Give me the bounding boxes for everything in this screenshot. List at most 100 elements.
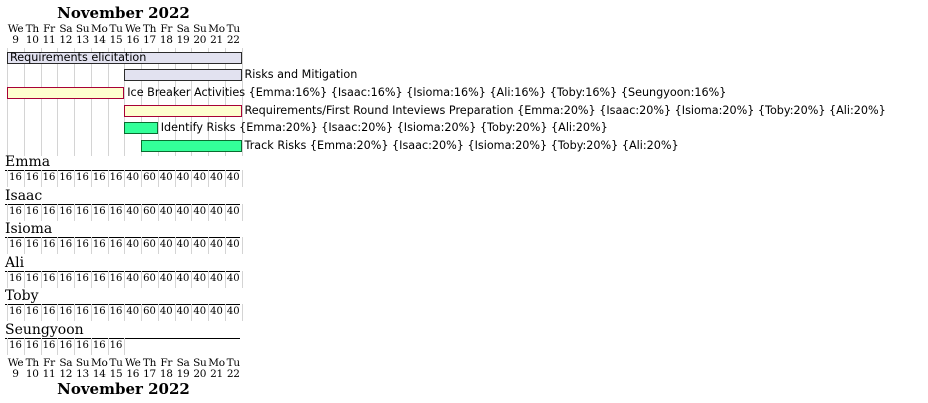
resource-load-value: 16 bbox=[9, 306, 22, 318]
load-grid-line bbox=[174, 203, 176, 221]
day-date-label: 22 bbox=[226, 368, 240, 380]
resource-name: Emma bbox=[5, 154, 51, 170]
resource-load-value: 16 bbox=[109, 306, 123, 318]
day-date-label: 17 bbox=[143, 368, 156, 380]
load-grid-line bbox=[241, 170, 243, 187]
load-grid-line bbox=[57, 338, 59, 355]
resource-load-value: 60 bbox=[143, 306, 156, 318]
day-date-label: 22 bbox=[226, 34, 240, 46]
resource-load-value: 60 bbox=[143, 172, 156, 183]
load-grid-line bbox=[224, 170, 226, 187]
resource-load-value: 16 bbox=[25, 172, 39, 183]
resource-load-value: 16 bbox=[92, 205, 106, 217]
load-grid-line bbox=[124, 304, 126, 322]
load-grid-line bbox=[174, 270, 176, 288]
resource-load-value: 40 bbox=[210, 172, 223, 183]
grid-line bbox=[107, 48, 109, 156]
load-grid-line bbox=[224, 203, 226, 221]
load-grid-line bbox=[208, 304, 209, 322]
day-date-label: 15 bbox=[109, 368, 123, 380]
load-grid-line bbox=[90, 203, 92, 221]
grid-line bbox=[174, 48, 176, 156]
resource-load-value: 16 bbox=[109, 239, 123, 251]
day-of-week-label: Fr bbox=[43, 357, 55, 369]
grid-line bbox=[40, 48, 42, 156]
resource-load-value: 16 bbox=[42, 340, 56, 351]
day-of-week-label: Su bbox=[75, 23, 90, 35]
load-grid-line bbox=[157, 170, 159, 187]
resource-load-value: 16 bbox=[9, 272, 22, 284]
day-date-label: 9 bbox=[12, 34, 19, 46]
load-grid-line bbox=[141, 170, 142, 187]
load-grid-line bbox=[7, 170, 8, 187]
task-bar[interactable] bbox=[7, 87, 125, 99]
task-label: Requirements elicitation bbox=[10, 51, 147, 64]
day-date-label: 20 bbox=[193, 368, 207, 380]
day-of-week-label: Mo bbox=[91, 357, 108, 369]
resource-load-value: 40 bbox=[159, 239, 173, 251]
day-date-label: 18 bbox=[159, 368, 173, 380]
resource-load-value: 40 bbox=[210, 306, 223, 318]
load-grid-line bbox=[23, 270, 25, 288]
resource-load-value: 16 bbox=[109, 172, 123, 183]
resource-name: Ali bbox=[5, 254, 25, 271]
resource-load-value: 40 bbox=[159, 205, 173, 217]
day-of-week-label: Mo bbox=[208, 357, 225, 369]
resource-load-value: 16 bbox=[42, 239, 56, 251]
resource-load-value: 40 bbox=[193, 172, 207, 183]
resource-load-value: 16 bbox=[59, 272, 73, 284]
day-of-week-label: We bbox=[7, 23, 24, 35]
load-grid-line bbox=[191, 237, 193, 255]
resource-load-value: 16 bbox=[76, 272, 89, 284]
day-of-week-label: Tu bbox=[226, 23, 240, 35]
load-grid-line bbox=[157, 237, 159, 255]
grid-line bbox=[23, 48, 25, 156]
day-date-label: 19 bbox=[176, 34, 190, 46]
task-bar[interactable] bbox=[7, 52, 242, 64]
resource-load-value: 16 bbox=[42, 205, 56, 217]
resource-name: Toby bbox=[5, 288, 39, 305]
day-date-label: 17 bbox=[143, 34, 156, 46]
load-grid-line bbox=[107, 270, 109, 288]
day-date-label: 11 bbox=[42, 368, 56, 380]
load-grid-line bbox=[57, 237, 59, 255]
day-date-label: 14 bbox=[92, 34, 106, 46]
resource-divider bbox=[5, 338, 240, 339]
task-bar[interactable] bbox=[124, 122, 158, 134]
load-grid-line bbox=[74, 237, 75, 255]
load-grid-line bbox=[141, 203, 142, 221]
load-grid-line bbox=[90, 237, 92, 255]
resource-load-value: 16 bbox=[42, 272, 56, 284]
day-of-week-label: Tu bbox=[226, 357, 240, 369]
resource-load-value: 40 bbox=[193, 205, 207, 217]
day-of-week-label: Su bbox=[193, 357, 207, 369]
load-grid-line bbox=[23, 338, 25, 355]
resource-load-value: 16 bbox=[76, 172, 89, 183]
load-grid-line bbox=[124, 237, 126, 255]
grid-line bbox=[141, 48, 142, 156]
day-date-label: 10 bbox=[25, 368, 39, 380]
load-grid-line bbox=[124, 170, 126, 187]
resource-load-value: 40 bbox=[159, 172, 173, 183]
load-grid-line bbox=[141, 270, 142, 288]
resource-load-value: 16 bbox=[9, 205, 22, 217]
load-grid-line bbox=[74, 170, 75, 187]
load-grid-line bbox=[40, 338, 42, 355]
resource-name: Isioma bbox=[5, 221, 53, 238]
resource-load-value: 16 bbox=[9, 340, 22, 351]
load-grid-line bbox=[241, 270, 243, 288]
day-of-week-label: Sa bbox=[176, 357, 190, 369]
task-bar[interactable] bbox=[141, 140, 242, 152]
load-grid-line bbox=[191, 304, 193, 322]
resource-load-value: 16 bbox=[25, 272, 39, 284]
day-of-week-label: We bbox=[7, 357, 24, 369]
day-date-label: 10 bbox=[25, 34, 39, 46]
resource-load-value: 40 bbox=[126, 306, 140, 318]
day-date-label: 20 bbox=[193, 34, 207, 46]
resource-load-value: 40 bbox=[126, 172, 140, 183]
resource-load-value: 40 bbox=[126, 272, 140, 284]
resource-name: Seungyoon bbox=[5, 322, 84, 338]
resource-load-value: 16 bbox=[92, 239, 106, 251]
task-bar[interactable] bbox=[124, 105, 242, 117]
task-bar[interactable] bbox=[124, 69, 242, 81]
